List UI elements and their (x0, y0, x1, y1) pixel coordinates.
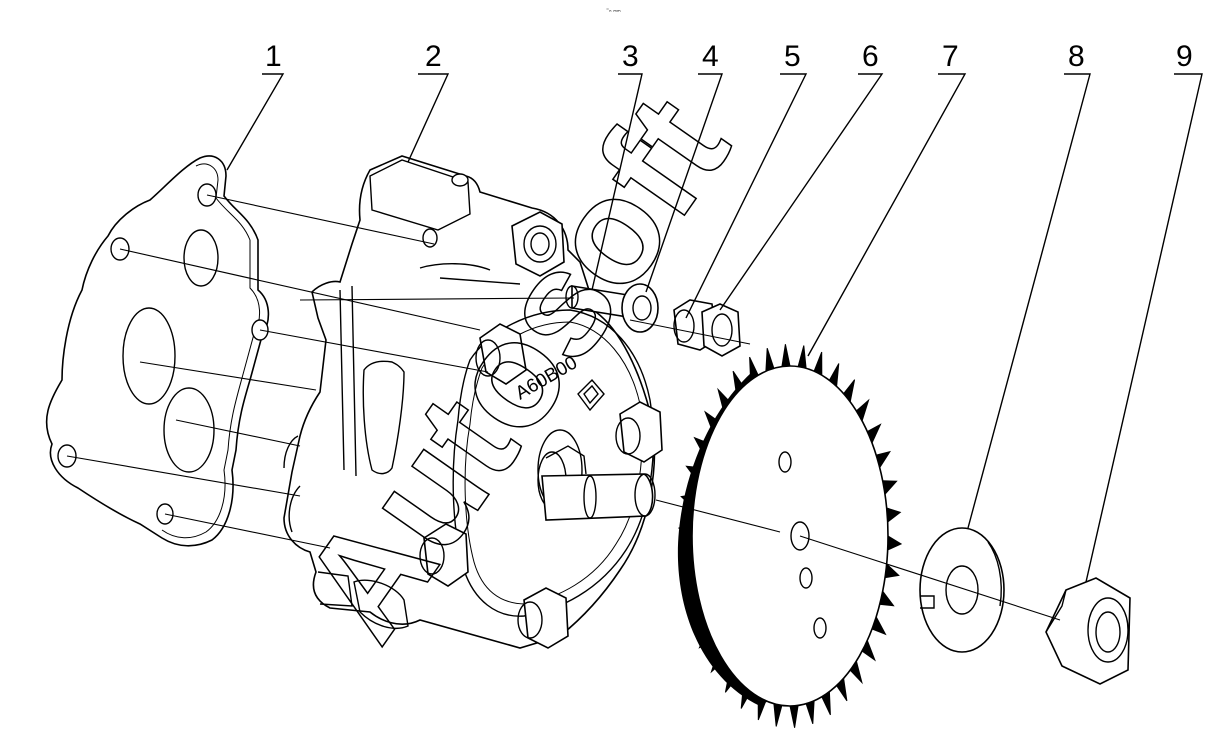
callout-8: 8 (1068, 40, 1085, 73)
part-1-cover-plate (45, 155, 270, 547)
assembly-axes (66, 194, 1061, 621)
part-8-lock-washer (919, 527, 1005, 653)
callout-9: 9 (1176, 40, 1193, 73)
gear-thickness-shading (677, 372, 770, 706)
part-9-nut (1045, 577, 1131, 685)
callout-4: 4 (702, 40, 719, 73)
part-6-nut (673, 299, 741, 357)
callout-3: 3 (622, 40, 639, 73)
callout-6: 6 (862, 40, 879, 73)
callout-1: 1 (265, 40, 282, 73)
callout-labels: 1 2 3 4 5 6 7 8 9 (265, 40, 1193, 73)
part-7-gear (677, 344, 903, 728)
header-text: ⁼ₙ ₘₘ (606, 8, 621, 14)
leader-lines (226, 73, 1203, 583)
pump-shaft (541, 445, 656, 521)
callout-5: 5 (784, 40, 801, 73)
callout-2: 2 (425, 40, 442, 73)
callout-7: 7 (942, 40, 959, 73)
